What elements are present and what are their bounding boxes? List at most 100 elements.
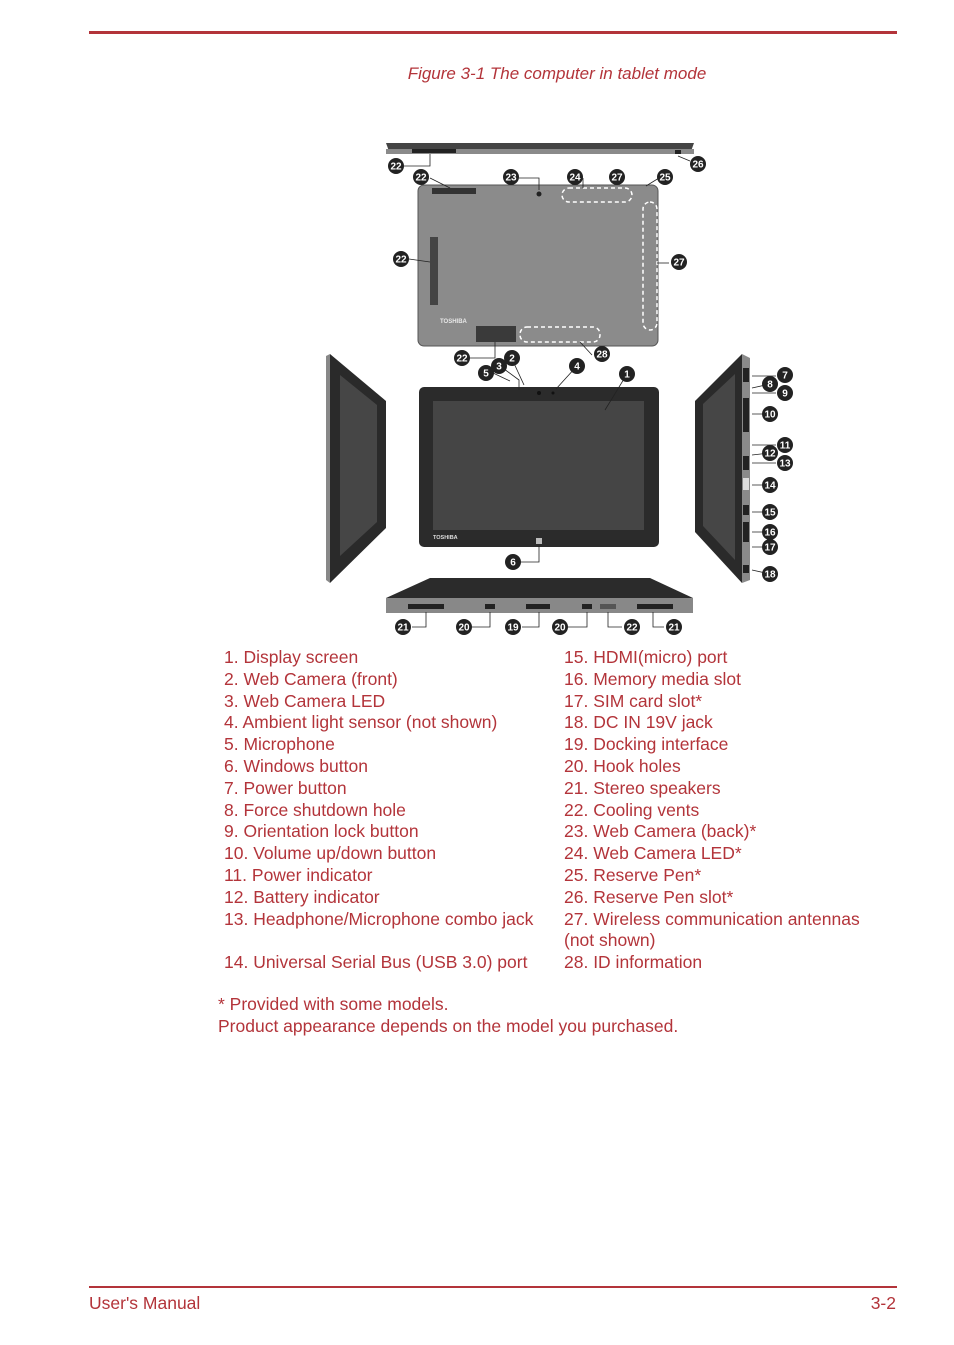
svg-text:8: 8 bbox=[767, 380, 773, 391]
note-line: Product appearance depends on the model … bbox=[218, 1016, 679, 1036]
callout-badge: 7 bbox=[777, 367, 793, 383]
svg-text:15: 15 bbox=[764, 508, 776, 519]
svg-text:13: 13 bbox=[779, 459, 791, 470]
legend-item: 1. Display screen bbox=[224, 647, 359, 667]
svg-text:20: 20 bbox=[554, 623, 566, 634]
svg-text:11: 11 bbox=[780, 441, 791, 452]
legend-item: 9. Orientation lock button bbox=[224, 821, 419, 842]
svg-text:22: 22 bbox=[456, 354, 468, 365]
callout-badge: 13 bbox=[777, 455, 793, 471]
front-view: TOSHIBA bbox=[419, 387, 659, 547]
callout-badge: 3 bbox=[491, 358, 507, 374]
legend-item: 3. Web Camera LED bbox=[224, 690, 386, 711]
callout-badge: 2 bbox=[504, 350, 520, 366]
page-number: 3-2 bbox=[870, 1293, 896, 1313]
legend-right-column: 15. HDMI(micro) port 16. Memory media sl… bbox=[564, 647, 884, 974]
legend-item: 27. Wireless communication antennas (not… bbox=[564, 908, 860, 951]
svg-text:2: 2 bbox=[509, 354, 515, 365]
callout-badge: 23 bbox=[503, 169, 519, 185]
callout-badge: 19 bbox=[505, 619, 521, 635]
legend-item: 7. Power button bbox=[224, 777, 347, 798]
header-rule bbox=[89, 31, 897, 34]
callout-badge: 22 bbox=[388, 158, 404, 174]
callout-badge: 27 bbox=[671, 254, 687, 270]
callout-badge: 12 bbox=[762, 445, 778, 461]
legend-item: 25. Reserve Pen* bbox=[564, 864, 702, 885]
figure-caption: Figure 3-1 The computer in tablet mode bbox=[407, 64, 707, 83]
callout-badge: 20 bbox=[456, 619, 472, 635]
callout-badge: 8 bbox=[762, 376, 778, 392]
legend-item: 24. Web Camera LED* bbox=[564, 843, 742, 864]
legend-item: 18. DC IN 19V jack bbox=[564, 712, 713, 733]
callout-badge: 20 bbox=[552, 619, 568, 635]
legend-item: 17. SIM card slot* bbox=[564, 690, 703, 711]
callout-badge: 10 bbox=[762, 406, 778, 422]
svg-text:22: 22 bbox=[626, 623, 638, 634]
svg-text:27: 27 bbox=[611, 173, 623, 184]
svg-text:12: 12 bbox=[764, 449, 776, 460]
svg-text:22: 22 bbox=[415, 173, 427, 184]
callout-badge: 27 bbox=[609, 169, 625, 185]
legend-left-column: 1. Display screen 2. Web Camera (front) … bbox=[224, 647, 554, 974]
front-brand-label: TOSHIBA bbox=[433, 535, 458, 541]
callout-badge: 15 bbox=[762, 504, 778, 520]
svg-text:19: 19 bbox=[507, 623, 519, 634]
callout-badge: 18 bbox=[762, 566, 778, 582]
svg-text:22: 22 bbox=[390, 162, 402, 173]
note-line: * Provided with some models. bbox=[218, 994, 449, 1014]
legend-item: 14. Universal Serial Bus (USB 3.0) port bbox=[224, 952, 528, 973]
callout-badge: 4 bbox=[569, 358, 585, 374]
tablet-figure: TOSHIBA TOSHIBA bbox=[326, 143, 793, 635]
legend-item: 11. Power indicator bbox=[224, 864, 373, 885]
notes: * Provided with some models. Product app… bbox=[218, 993, 678, 1037]
svg-text:21: 21 bbox=[668, 623, 680, 634]
svg-text:1: 1 bbox=[624, 370, 630, 381]
legend-item: 13. Headphone/Microphone combo jack bbox=[224, 908, 534, 929]
callout-badge: 26 bbox=[690, 156, 706, 172]
svg-text:6: 6 bbox=[510, 558, 516, 569]
svg-text:22: 22 bbox=[395, 255, 407, 266]
callout-badge: 28 bbox=[594, 346, 610, 362]
legend-item: 19. Docking interface bbox=[564, 734, 729, 755]
legend-item: 26. Reserve Pen slot* bbox=[564, 886, 734, 907]
callout-badge: 22 bbox=[393, 251, 409, 267]
svg-text:18: 18 bbox=[764, 570, 776, 581]
legend-item: 4. Ambient light sensor (not shown) bbox=[224, 712, 498, 733]
callout-badge: 22 bbox=[413, 169, 429, 185]
legend-item: 5. Microphone bbox=[224, 734, 335, 755]
right-side-view bbox=[695, 354, 750, 583]
back-brand-label: TOSHIBA bbox=[440, 319, 468, 325]
svg-text:27: 27 bbox=[673, 258, 685, 269]
callout-badge: 22 bbox=[624, 619, 640, 635]
left-side-view bbox=[326, 354, 386, 583]
svg-text:7: 7 bbox=[782, 371, 788, 382]
legend-item: 10. Volume up/down button bbox=[224, 843, 437, 864]
svg-text:4: 4 bbox=[574, 362, 580, 373]
callout-badge: 21 bbox=[666, 619, 682, 635]
svg-text:16: 16 bbox=[764, 528, 776, 539]
svg-text:20: 20 bbox=[458, 623, 470, 634]
svg-text:28: 28 bbox=[596, 350, 608, 361]
callout-badge: 9 bbox=[777, 385, 793, 401]
bottom-edge-view bbox=[386, 578, 693, 613]
legend-item: 12. Battery indicator bbox=[224, 886, 380, 907]
legend-item: 8. Force shutdown hole bbox=[224, 799, 406, 820]
legend-item: 16. Memory media slot bbox=[564, 668, 742, 689]
svg-text:26: 26 bbox=[692, 160, 704, 171]
svg-text:9: 9 bbox=[782, 389, 788, 400]
svg-text:17: 17 bbox=[764, 543, 776, 554]
svg-text:14: 14 bbox=[764, 481, 776, 492]
legend-item: 28. ID information bbox=[564, 952, 703, 973]
top-edge-view bbox=[386, 143, 694, 154]
legend-item: 21. Stereo speakers bbox=[564, 777, 721, 798]
svg-text:21: 21 bbox=[397, 623, 409, 634]
legend-item: 2. Web Camera (front) bbox=[224, 668, 398, 689]
svg-text:3: 3 bbox=[496, 362, 502, 373]
callout-badge: 6 bbox=[505, 554, 521, 570]
callout-badge: 1 bbox=[619, 366, 635, 382]
svg-text:25: 25 bbox=[659, 173, 671, 184]
callout-badge: 22 bbox=[454, 350, 470, 366]
callout-badge: 24 bbox=[567, 169, 583, 185]
callout-badge: 11 bbox=[777, 437, 793, 453]
